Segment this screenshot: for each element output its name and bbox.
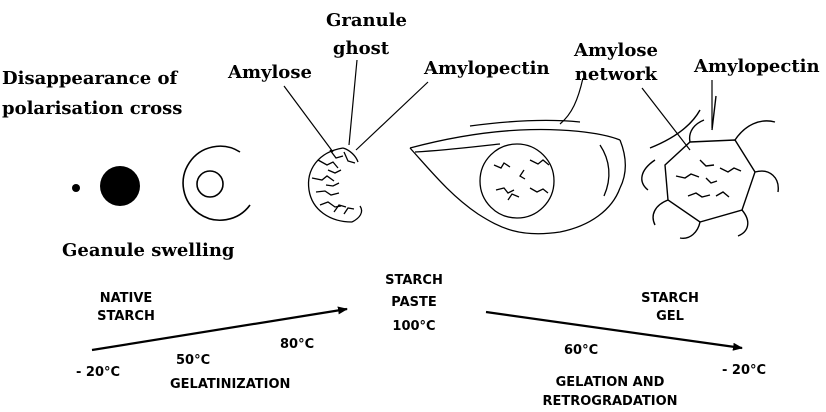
temperature-50: 50°C bbox=[176, 352, 210, 369]
temperature-start: - 20°C bbox=[76, 364, 120, 381]
granule-swelling-sequence bbox=[72, 146, 250, 220]
amylose-network-label-line2: network bbox=[566, 64, 666, 86]
temperature-80: 80°C bbox=[280, 336, 314, 353]
amylose-label: Amylose bbox=[228, 62, 312, 84]
native-granule-dot bbox=[72, 184, 80, 192]
temperature-end: - 20°C bbox=[722, 362, 766, 379]
disappearance-label-line2: polarisation cross bbox=[2, 98, 182, 120]
amylopectin-label-right: Amylopectin bbox=[694, 56, 820, 78]
swollen-granule-inner bbox=[197, 171, 223, 197]
granule-label-line2: ghost bbox=[326, 38, 396, 60]
native-starch-line1: NATIVE bbox=[86, 290, 166, 307]
starch-paste-line2: PASTE bbox=[374, 294, 454, 311]
starch-paste-line1: STARCH bbox=[374, 272, 454, 289]
starch-gel-drawing bbox=[642, 96, 778, 238]
gelation-label-line2: RETROGRADATION bbox=[520, 393, 700, 410]
swelling-granule-filled bbox=[100, 166, 140, 206]
swollen-granule-outer-arc bbox=[183, 146, 250, 220]
disappearance-label-line1: Disappearance of bbox=[2, 68, 177, 90]
starch-paste-temperature: 100°C bbox=[374, 318, 454, 335]
granule-swelling-label: Geanule swelling bbox=[62, 240, 235, 262]
amylose-network-label-line1: Amylose bbox=[566, 40, 666, 62]
amylopectin-label-middle: Amylopectin bbox=[424, 58, 550, 80]
gelatinization-label: GELATINIZATION bbox=[170, 376, 290, 393]
starch-gel-line1: STARCH bbox=[630, 290, 710, 307]
temperature-60: 60°C bbox=[564, 342, 598, 359]
gelation-label-line1: GELATION AND bbox=[520, 374, 700, 391]
native-starch-line2: STARCH bbox=[86, 308, 166, 325]
starch-paste-drawing bbox=[410, 120, 625, 233]
granule-ghost-drawing bbox=[309, 148, 362, 222]
granule-label-line1: Granule bbox=[326, 10, 396, 32]
starch-gel-line2: GEL bbox=[630, 308, 710, 325]
